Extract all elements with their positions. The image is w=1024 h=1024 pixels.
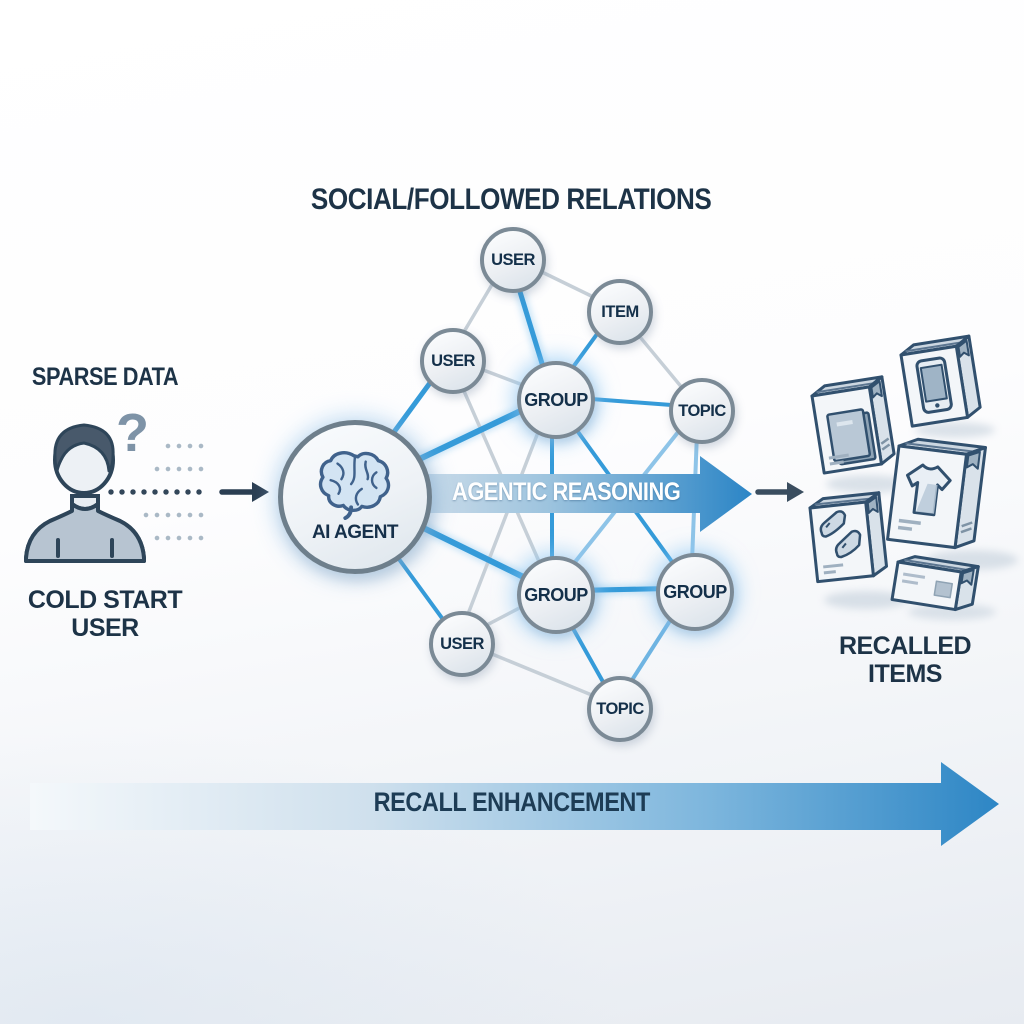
- ai-agent-node: AI AGENT: [278, 420, 432, 574]
- sparse-dots-row: [165, 443, 209, 449]
- arrow-right-icon: [755, 482, 804, 502]
- node-user-top: USER: [480, 227, 546, 293]
- recalled-items-label: RECALLED ITEMS: [838, 632, 972, 688]
- node-item: ITEM: [587, 279, 653, 345]
- sparse-dots-row: [143, 512, 209, 518]
- parcel-box-icon: [890, 555, 980, 612]
- recall-enhancement-arrow: [30, 762, 999, 846]
- node-group-bottom-right: GROUP: [656, 553, 734, 631]
- question-mark: ?: [116, 403, 149, 463]
- shoes-box-icon: [808, 491, 889, 584]
- node-user-bottom: USER: [429, 611, 495, 677]
- sparse-dots-row: [154, 466, 209, 472]
- agentic-reasoning-label: AGENTIC REASONING: [451, 478, 681, 506]
- node-group-bottom-left: GROUP: [517, 556, 595, 634]
- recall-enhancement-label: RECALL ENHANCEMENT: [373, 787, 651, 817]
- phone-box-icon: [899, 334, 982, 428]
- recalled-products: [808, 334, 1018, 620]
- sparse-data-label: SPARSE DATA: [32, 363, 179, 391]
- agentic-reasoning-arrow: [383, 456, 752, 532]
- cold-start-user-label: COLD START USER: [27, 586, 183, 642]
- node-group-center: GROUP: [517, 361, 595, 439]
- node-topic-bottom: TOPIC: [587, 676, 653, 742]
- ai-agent-label: AI AGENT: [311, 522, 399, 543]
- sparse-dots-row: [108, 489, 207, 495]
- sparse-dots-row: [154, 535, 209, 541]
- arrow-left-icon: [219, 482, 269, 502]
- cold-start-user-icon: [24, 423, 146, 563]
- node-user-left: USER: [420, 328, 486, 394]
- brain-icon: [318, 451, 391, 520]
- network-title: SOCIAL/FOLLOWED RELATIONS: [310, 183, 712, 216]
- tshirt-box-icon: [886, 437, 987, 550]
- book-box-icon: [810, 375, 896, 475]
- node-topic-right: TOPIC: [669, 378, 735, 444]
